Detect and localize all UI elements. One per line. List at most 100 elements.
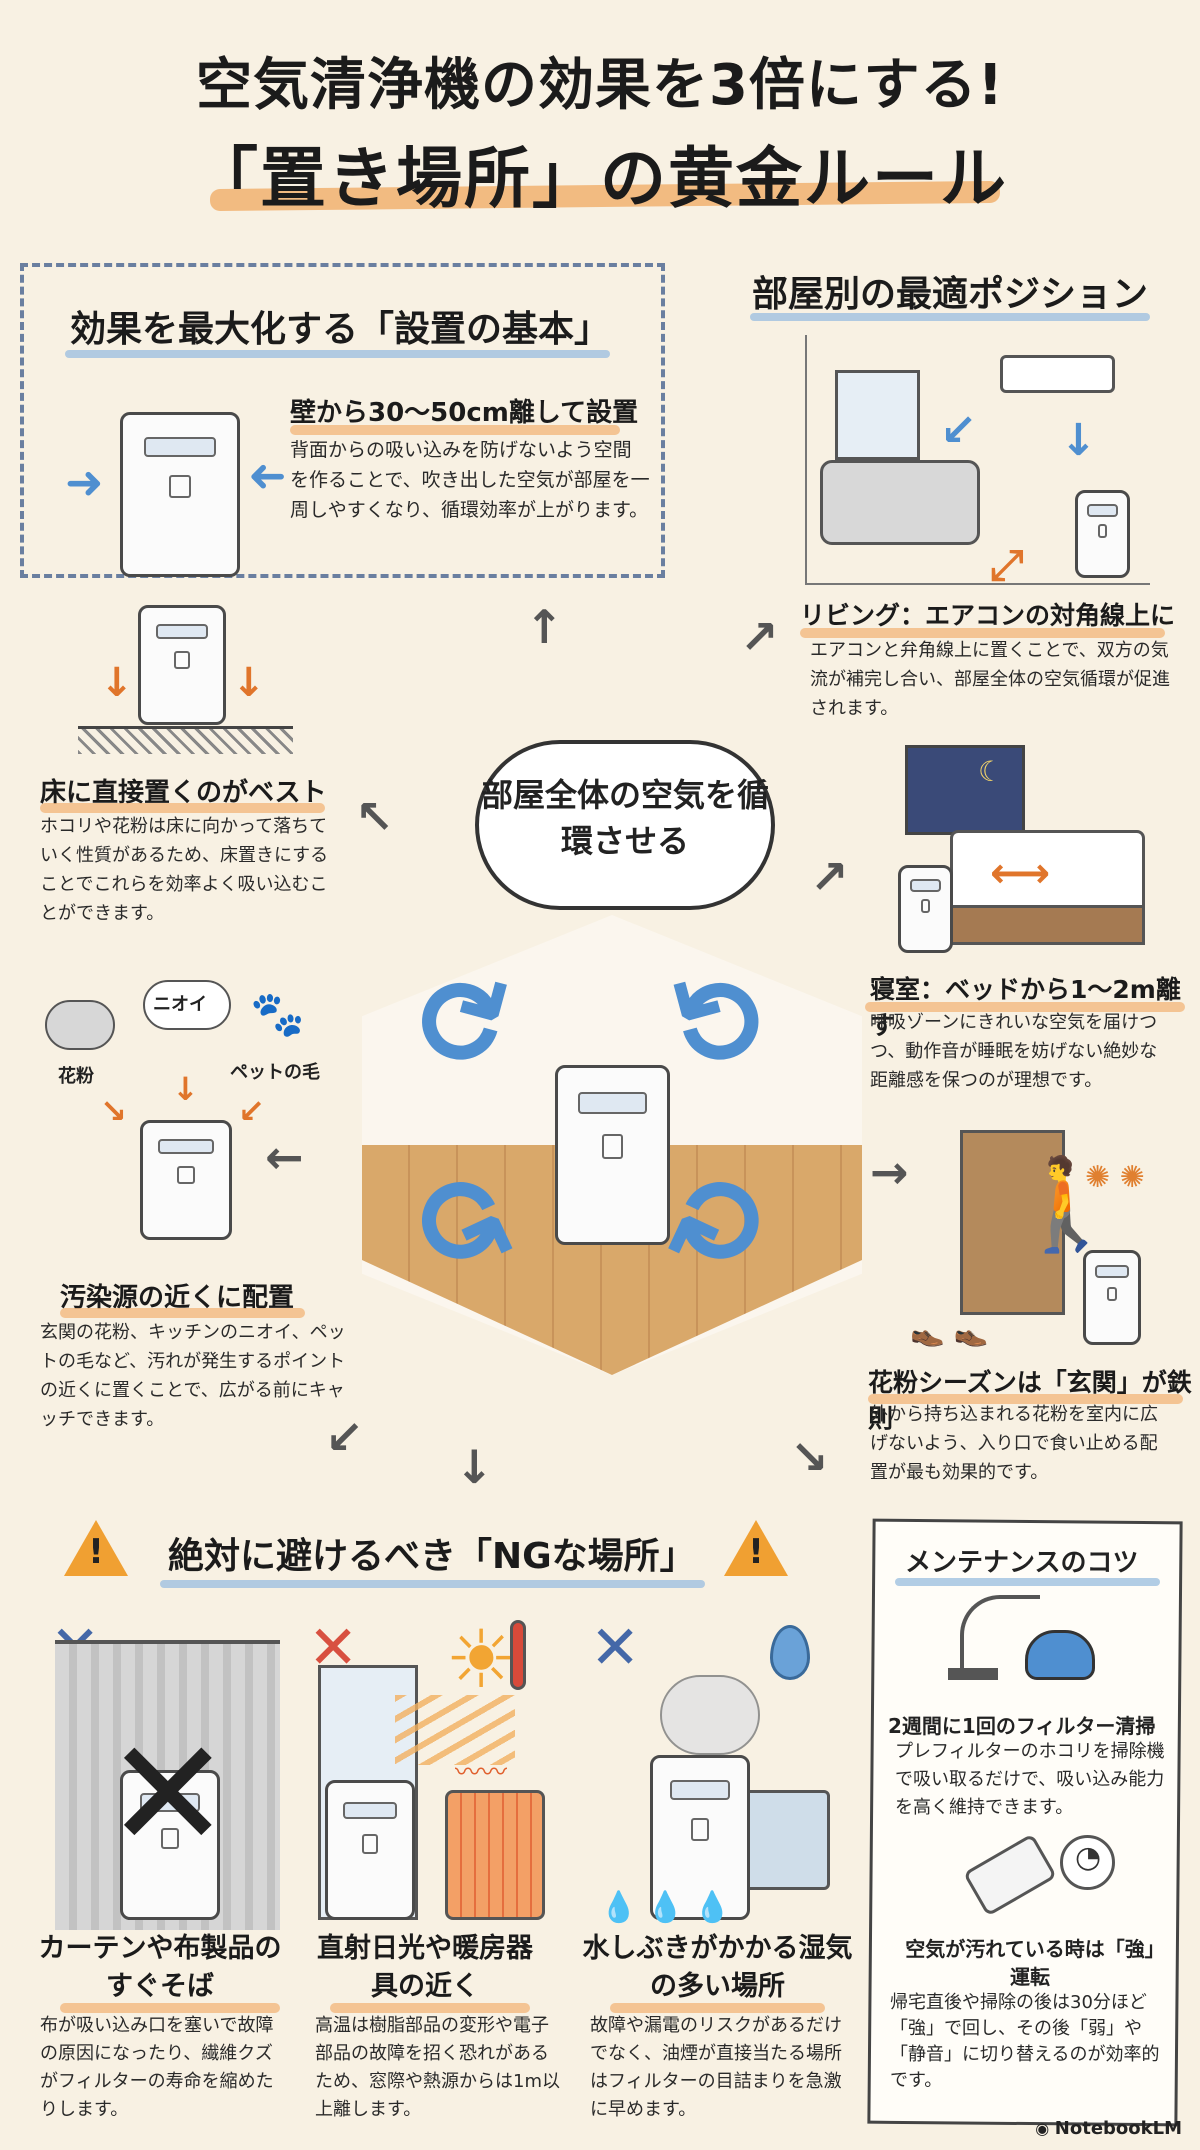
warning-icon xyxy=(64,1520,128,1576)
warning-mark: ! xyxy=(748,1532,764,1572)
ng1-heading-underline xyxy=(60,2003,280,2013)
living-room-illustration xyxy=(805,335,1150,585)
rooms-title: 部屋別の最適ポジション xyxy=(752,274,1149,315)
logo-icon: ◉ xyxy=(1035,2119,1055,2138)
vacuum-head xyxy=(948,1668,998,1680)
filter-heading: 2週間に1回のフィルター清掃 xyxy=(888,1714,1156,1738)
ng3-heading-underline xyxy=(610,2003,825,2013)
entrance-body: 外から持ち込まれる花粉を室内に広げないよう、入り口で食い止める配置が最も効果的で… xyxy=(870,1404,1158,1483)
bedroom-heading: 寝室：ベッドから1～2m離す xyxy=(870,975,1181,1040)
connector-arrow-icon: ↗ xyxy=(740,610,779,664)
odor-bubble xyxy=(143,980,231,1030)
water-drop-icon xyxy=(770,1625,810,1680)
wall-body: 背面からの吸い込みを防げないよう空間を作ることで、吹き出した空気が部屋を一周しや… xyxy=(290,439,650,521)
main-title-line1: 空気清浄機の効果を3倍にする! xyxy=(195,53,1005,118)
purifier-heater-illustration xyxy=(325,1780,415,1920)
distance-arrow-icon: ⟷ xyxy=(990,848,1051,897)
connector-arrow-icon: ↖ xyxy=(355,790,394,844)
bed-frame xyxy=(950,905,1145,945)
ng1-heading: カーテンや布製品のすぐそば xyxy=(38,1933,282,2002)
notebooklm-logo: ◉ NotebookLM xyxy=(1035,2118,1182,2139)
airflow-arrow-icon: ↓ xyxy=(1060,415,1097,466)
arrow-down-icon: ↓ xyxy=(172,1070,199,1108)
maintenance-title: メンテナンスのコツ xyxy=(905,1548,1139,1578)
warning-mark: ! xyxy=(88,1532,104,1572)
rooms-title-underline xyxy=(750,313,1150,321)
purifier-center-illustration xyxy=(555,1065,670,1245)
dust-cloud-icon xyxy=(45,1000,115,1050)
ng-mark-icon: ✕ xyxy=(590,1613,641,1683)
pollen-particles-icon: ✺ ✺ xyxy=(1085,1160,1145,1195)
connector-arrow-icon: ↓ xyxy=(455,1440,494,1494)
floor-hatch xyxy=(78,726,293,754)
purifier-wet-illustration xyxy=(650,1755,750,1920)
connector-arrow-icon: → xyxy=(870,1145,909,1199)
basics-title-underline xyxy=(65,350,610,358)
arrow-down-icon: ↘ xyxy=(100,1092,127,1130)
air-conditioner-icon xyxy=(1000,355,1115,393)
arrow-left-icon: ➜ xyxy=(248,448,287,502)
ng1-body: 布が吸い込み口を塞いで故障の原因になったり、繊維クズがフィルターの寿命を縮めたり… xyxy=(40,2015,274,2120)
purifier-living-illustration xyxy=(1075,490,1130,578)
steam-icon xyxy=(660,1675,760,1755)
vacuum-hose xyxy=(960,1595,1040,1670)
connector-arrow-icon: ↗ xyxy=(810,850,849,904)
heat-waves-icon: 〰〰 xyxy=(455,1758,508,1788)
person-icon: 🚶 xyxy=(1010,1152,1123,1257)
arrow-down-icon: ↓ xyxy=(232,660,266,706)
pollen-label: 花粉 xyxy=(58,1066,94,1087)
entrance-heading: 花粉シーズンは「玄関」が鉄則 xyxy=(868,1368,1192,1433)
maintenance-title-underline xyxy=(895,1578,1160,1586)
paw-icon: 🐾 xyxy=(250,989,305,1040)
floor-body: ホコリや花粉は床に向かって落ちていく性質があるため、床置きにすることでこれらを効… xyxy=(40,816,329,924)
purifier-wall-illustration xyxy=(120,412,240,577)
thermometer-icon xyxy=(510,1620,526,1690)
source-body: 玄関の花粉、キッチンのニオイ、ペットの毛など、汚れが発生するポイントの近くに置く… xyxy=(40,1322,346,1430)
strong-heading: 空気が汚れている時は「強」運転 xyxy=(905,1937,1155,1989)
entrance-heading-underline xyxy=(868,1394,1183,1404)
strong-body: 帰宅直後や掃除の後は30分ほど「強」で回し、その後「弱」や「静音」に切り替えるの… xyxy=(890,1992,1160,2091)
sofa-icon xyxy=(820,460,980,545)
airflow-arrow-icon: ↙ xyxy=(940,405,977,456)
floor-heading-underline xyxy=(40,803,325,813)
clock-icon xyxy=(1060,1835,1115,1890)
bedroom-body: 呼吸ゾーンにきれいな空気を届けつつ、動作音が睡眠を妨げない絶妙な距離感を保つのが… xyxy=(870,1012,1158,1091)
arrow-down-icon: ↙ xyxy=(238,1092,265,1130)
sun-icon: ☀ xyxy=(445,1613,517,1706)
connector-arrow-icon: ↘ xyxy=(790,1430,829,1484)
living-heading: リビング：エアコンの対角線上に xyxy=(800,601,1176,630)
purifier-curtain-illustration xyxy=(120,1770,220,1920)
clock-hands: ◔ xyxy=(1075,1840,1102,1875)
distance-arrow-icon: ⤢ xyxy=(990,540,1024,589)
basics-title: 効果を最大化する「設置の基本」 xyxy=(70,309,611,350)
living-body: エアコンと弁角線上に置くことで、双方の気流が補完し合い、部屋全体の空気循環が促進… xyxy=(810,640,1170,719)
wall-heading-underline xyxy=(290,425,620,435)
connector-arrow-icon: ↑ xyxy=(525,600,564,654)
main-title-line2: 「置き場所」の黄金ルール xyxy=(192,140,1008,217)
purifier-bedroom-illustration xyxy=(898,865,953,953)
ng3-body: 故障や漏電のリスクがあるだけでなく、油煙が直接当たる場所はフィルターの目詰まりを… xyxy=(590,2015,842,2120)
filter-body: プレフィルターのホコリを掃除機で吸い取るだけで、吸い込み能力を高く維持できます。 xyxy=(895,1741,1165,1818)
center-cloud: 部屋全体の空気を循環させる xyxy=(475,740,775,910)
shoes-icon: 👞 👞 xyxy=(910,1315,989,1348)
door-icon xyxy=(960,1130,1065,1315)
arrow-down-icon: ↓ xyxy=(100,660,134,706)
pet-hair-label: ペットの毛 xyxy=(230,1062,320,1083)
source-heading-underline xyxy=(60,1308,305,1318)
purifier-source-illustration xyxy=(140,1120,232,1240)
heater-icon xyxy=(445,1790,545,1920)
ng2-body: 高温は樹脂部品の変形や電子部品の故障を招く恐れがあるため、窓際や熱源からは1m以… xyxy=(315,2015,560,2120)
connector-arrow-icon: ↙ xyxy=(325,1410,364,1464)
wall-heading: 壁から30～50cm離して設置 xyxy=(290,398,639,428)
ng-title-underline xyxy=(160,1580,705,1588)
odor-label: ニオイ xyxy=(153,994,207,1015)
connector-arrow-icon: ← xyxy=(265,1130,304,1184)
water-splash-icon: 💧 💧 💧 xyxy=(600,1890,732,1925)
living-heading-underline xyxy=(800,628,1165,638)
arrow-right-icon: ➜ xyxy=(65,455,104,509)
moon-icon: ☾ xyxy=(978,755,1004,788)
warning-icon xyxy=(724,1520,788,1576)
sunrays-icon xyxy=(395,1695,515,1765)
bedroom-heading-underline xyxy=(865,1002,1185,1012)
ng3-heading: 水しぶきがかかる湿気の多い場所 xyxy=(582,1933,853,2002)
